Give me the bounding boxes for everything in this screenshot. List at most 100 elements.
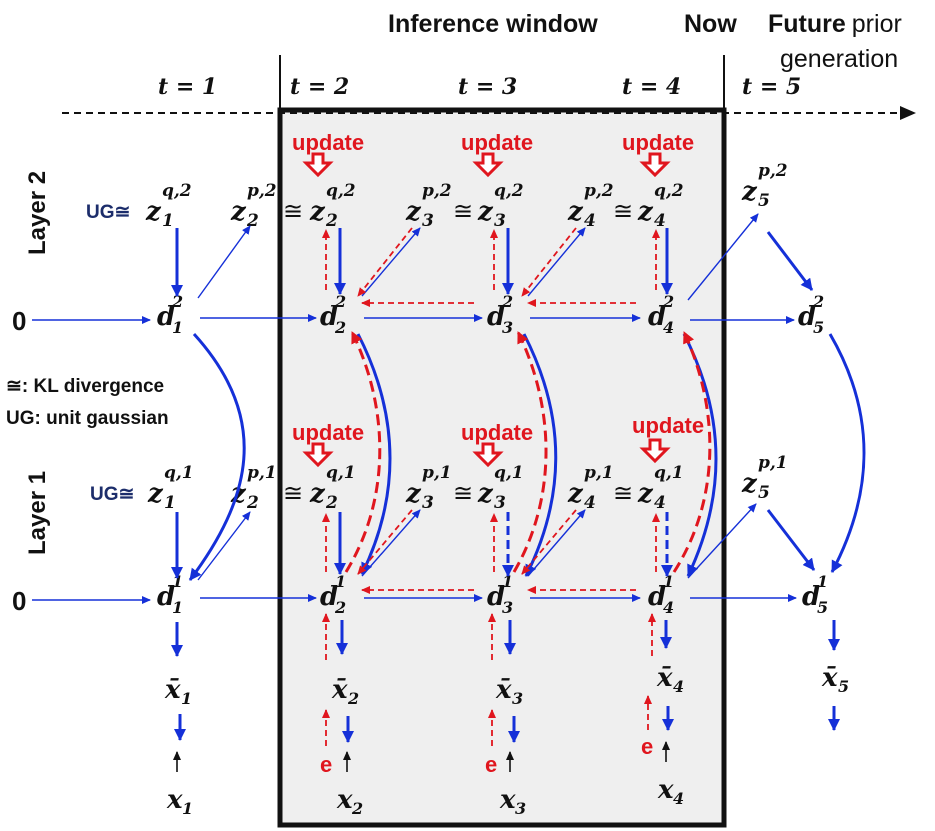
svg-text:z: z xyxy=(637,479,654,509)
arrow-d2-1-zp2-2 xyxy=(197,225,251,299)
svg-text:5: 5 xyxy=(838,677,849,696)
arrow-topdown-t5 xyxy=(828,333,866,573)
arrow-topdown-t1 xyxy=(188,332,246,581)
svg-text:d: d xyxy=(320,302,338,332)
time-label-5: t = 5 xyxy=(742,74,801,100)
svg-text:d: d xyxy=(157,302,175,332)
svg-text:z: z xyxy=(309,479,326,509)
svg-text:2: 2 xyxy=(325,211,338,231)
svg-text:1: 1 xyxy=(181,689,192,708)
time-label-3: t = 3 xyxy=(458,74,517,100)
svg-text:4: 4 xyxy=(673,789,684,808)
svg-text:2: 2 xyxy=(351,799,363,818)
d2-2: d22 xyxy=(320,292,346,337)
svg-text:d: d xyxy=(802,582,820,612)
err-zp2-3-d2-2 xyxy=(357,227,413,297)
update-arrow-icon xyxy=(302,442,334,468)
svg-text:x̄: x̄ xyxy=(495,675,512,705)
svg-text:5: 5 xyxy=(813,318,824,337)
red-arrows xyxy=(322,227,712,746)
z-p2-5: zp,2 5 xyxy=(741,161,788,211)
svg-text:x: x xyxy=(336,785,353,815)
svg-text:q,1: q,1 xyxy=(494,463,524,483)
svg-text:5: 5 xyxy=(758,191,770,211)
svg-text:1: 1 xyxy=(335,572,346,591)
svg-text:z: z xyxy=(741,469,758,499)
svg-text:3: 3 xyxy=(422,493,434,513)
svg-text:p,1: p,1 xyxy=(758,453,788,473)
svg-text:q,2: q,2 xyxy=(494,181,524,201)
z-q2-4: zq,24 xyxy=(637,181,684,231)
err-bottomup-t2 xyxy=(344,331,382,573)
svg-text:d: d xyxy=(648,302,666,332)
svg-text:z: z xyxy=(309,197,326,227)
svg-text:2: 2 xyxy=(325,493,338,513)
kl-symbol-l1-t3: ≅ xyxy=(453,479,473,507)
svg-text:d: d xyxy=(487,582,505,612)
svg-text:p,1: p,1 xyxy=(584,463,614,483)
update-arrow-icon xyxy=(639,152,671,178)
z-q2-1: zq,21 xyxy=(145,181,192,231)
z-p1-2: zp,12 xyxy=(230,463,277,513)
legend-kl: ≅: KL divergence xyxy=(6,376,164,397)
d1-5: d1 5 xyxy=(802,572,828,617)
svg-text:z: z xyxy=(405,479,422,509)
svg-text:1: 1 xyxy=(172,572,183,591)
update-label-l1-t3: update xyxy=(461,420,533,445)
update-arrow-icon xyxy=(639,438,671,464)
update-label-l1-t4: update xyxy=(632,413,704,438)
d1-2: d12 xyxy=(320,572,346,617)
z-q1-4: zq,14 xyxy=(637,463,684,513)
kl-symbol-l2-t3: ≅ xyxy=(453,197,473,225)
svg-text:p,1: p,1 xyxy=(422,463,452,483)
svg-text:x: x xyxy=(657,775,674,805)
svg-text:2: 2 xyxy=(334,292,346,311)
layer-2-initial-zero: 0 xyxy=(12,306,26,336)
svg-text:3: 3 xyxy=(494,211,506,231)
svg-text:1: 1 xyxy=(502,572,513,591)
z-p1-3: zp,1 3 xyxy=(405,463,452,513)
d2-5: d25 xyxy=(798,292,824,337)
d2-4: d24 xyxy=(648,292,674,337)
error-label-t3: e xyxy=(485,752,497,777)
svg-text:z: z xyxy=(567,479,584,509)
svg-text:4: 4 xyxy=(663,598,674,617)
layer-2-label: Layer 2 xyxy=(24,171,51,255)
svg-text:4: 4 xyxy=(584,211,596,231)
svg-text:1: 1 xyxy=(172,318,183,337)
kl-symbol-l1-t2: ≅ xyxy=(283,479,303,507)
svg-text:z: z xyxy=(477,197,494,227)
xbar-2: x̄2 xyxy=(331,675,359,708)
future-prior: prior xyxy=(852,10,902,38)
svg-text:p,1: p,1 xyxy=(247,463,277,483)
legend-ug: UG: unit gaussian xyxy=(6,408,169,429)
svg-text:3: 3 xyxy=(502,318,513,337)
err-zp1-4-d1-3 xyxy=(521,509,577,575)
time-label-2: t = 2 xyxy=(290,74,349,100)
svg-text:5: 5 xyxy=(817,598,828,617)
svg-text:z: z xyxy=(637,197,654,227)
svg-text:p,2: p,2 xyxy=(584,181,614,201)
update-arrow-icon xyxy=(302,152,334,178)
layer-1-initial-zero: 0 xyxy=(12,586,26,616)
svg-text:2: 2 xyxy=(334,598,346,617)
svg-text:1: 1 xyxy=(663,572,674,591)
svg-text:z: z xyxy=(230,197,247,227)
svg-text:x̄: x̄ xyxy=(656,663,673,693)
update-arrow-icons xyxy=(302,152,671,468)
svg-text:2: 2 xyxy=(501,292,513,311)
svg-text:p,2: p,2 xyxy=(758,161,788,181)
svg-text:z: z xyxy=(741,177,758,207)
err-bottomup-t4 xyxy=(672,331,712,573)
arrow-zp1-5-d1-5 xyxy=(766,509,816,571)
err-zp1-3-d1-2 xyxy=(357,509,413,575)
arrow-d1-3-zp1-4 xyxy=(527,509,586,577)
err-bottomup-t3 xyxy=(512,331,548,573)
svg-text:x̄: x̄ xyxy=(331,675,348,705)
err-zp2-4-d2-3 xyxy=(521,227,577,297)
svg-text:p,2: p,2 xyxy=(247,181,277,201)
time-axis-arrowhead xyxy=(900,106,916,120)
svg-text:1: 1 xyxy=(817,572,828,591)
